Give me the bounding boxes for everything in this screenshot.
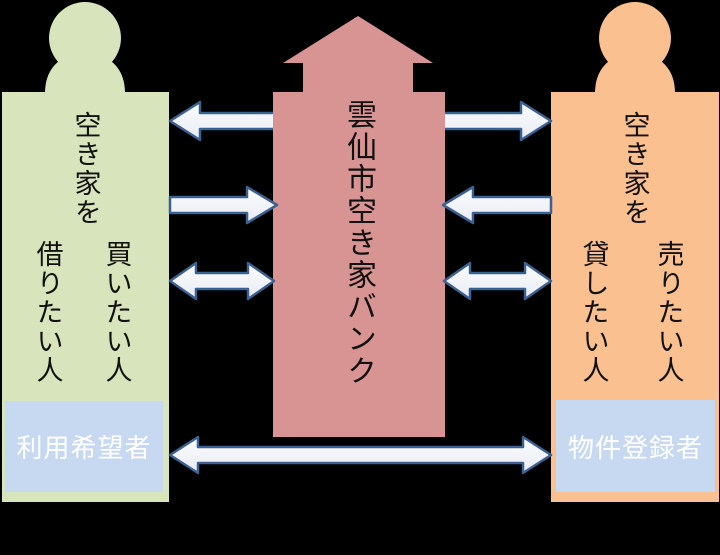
seekers-badge: 利用希望者 [5, 401, 163, 492]
arrow-owner-bank-double [442, 261, 553, 301]
bank-title: 雲仙市空き家バンク [342, 99, 375, 387]
owners-want-lend: 貸したい人 [578, 240, 609, 385]
seekers-heading: 空き家を [70, 111, 101, 227]
arrow-seeker-bank-double [168, 261, 276, 301]
seekers-want-rent: 借りたい人 [32, 240, 63, 385]
arrow-seeker-owner-direct [168, 435, 553, 475]
owners-heading: 空き家を [619, 111, 650, 227]
seeker-shoulders [45, 56, 125, 93]
arrow-owner-to-bank [441, 185, 553, 225]
owners-badge-label: 物件登録者 [567, 432, 703, 463]
owners-badge: 物件登録者 [556, 400, 715, 492]
owners-want-sell: 売りたい人 [653, 240, 684, 385]
seeker-head [49, 2, 121, 74]
seekers-badge-label: 利用希望者 [16, 433, 152, 463]
bank-up-arrow-shape [273, 16, 445, 437]
owner-shoulders [595, 56, 675, 93]
arrow-seeker-to-bank [168, 185, 279, 225]
owner-head [599, 2, 671, 74]
seekers-want-buy: 買いたい人 [101, 240, 132, 385]
